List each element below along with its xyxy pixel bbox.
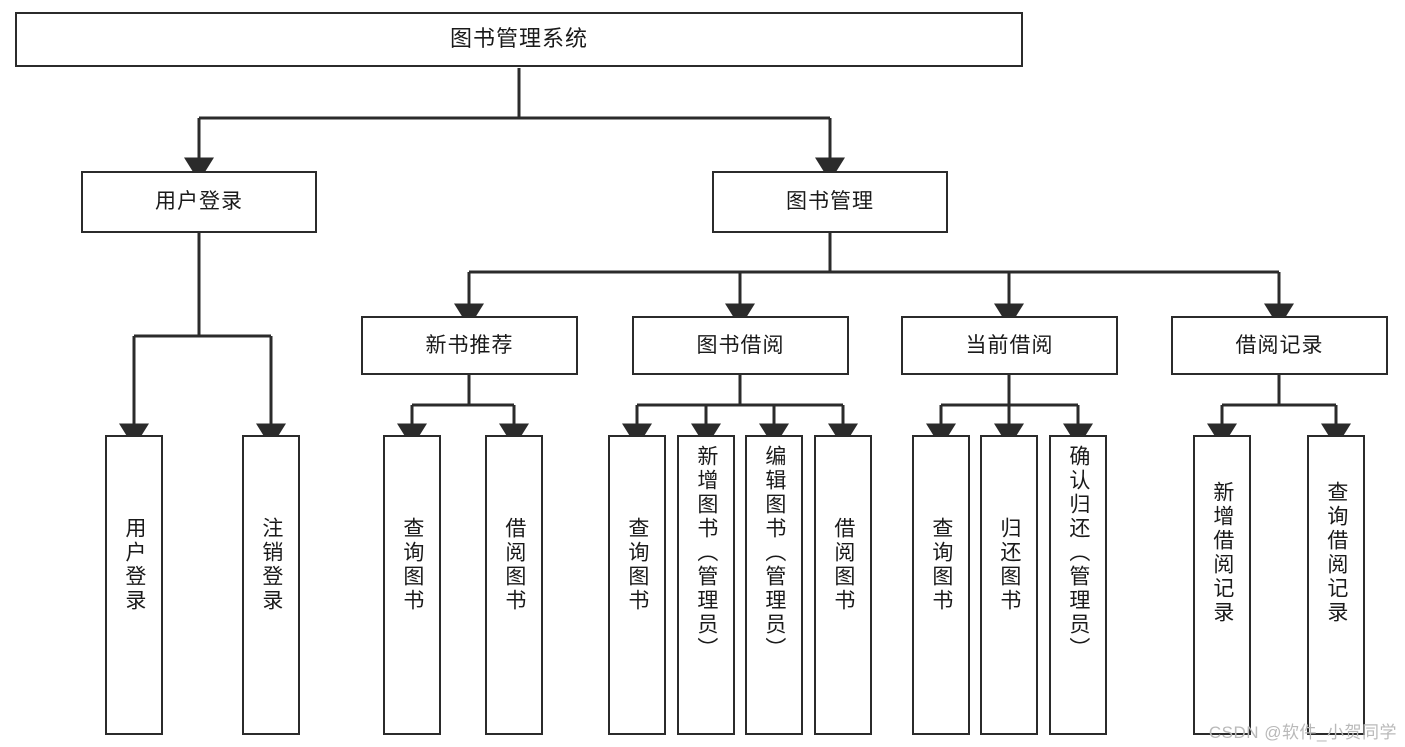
node-leaf-add-book[interactable]: 新增图书（管理员） <box>677 435 735 735</box>
node-book-borrow-label: 图书借阅 <box>696 333 785 357</box>
node-current-borrow[interactable]: 当前借阅 <box>901 316 1118 375</box>
node-leaf-query-book-2-label: 查询图书 <box>625 517 649 613</box>
node-leaf-confirm-return[interactable]: 确认归还（管理员） <box>1049 435 1107 735</box>
node-borrow-record[interactable]: 借阅记录 <box>1171 316 1388 375</box>
node-leaf-borrow-book-1-label: 借阅图书 <box>502 517 526 613</box>
node-leaf-logout-label: 注销登录 <box>259 517 283 613</box>
node-book-manage-label: 图书管理 <box>786 190 874 214</box>
node-leaf-user-login[interactable]: 用户登录 <box>105 435 163 735</box>
node-leaf-query-record-label: 查询借阅记录 <box>1324 481 1348 625</box>
node-leaf-edit-book-label: 编辑图书（管理员） <box>762 445 786 661</box>
node-leaf-query-book-3-label: 查询图书 <box>929 517 953 613</box>
node-leaf-add-record-label: 新增借阅记录 <box>1210 481 1234 625</box>
watermark: CSDN @软件_小贺同学 <box>1208 723 1397 742</box>
node-new-book-rec-label: 新书推荐 <box>425 333 514 357</box>
node-leaf-edit-book[interactable]: 编辑图书（管理员） <box>745 435 803 735</box>
node-leaf-query-book-2[interactable]: 查询图书 <box>608 435 666 735</box>
node-book-borrow[interactable]: 图书借阅 <box>632 316 849 375</box>
node-leaf-user-login-label: 用户登录 <box>122 517 146 613</box>
node-leaf-confirm-return-label: 确认归还（管理员） <box>1066 445 1090 661</box>
node-user-login-label: 用户登录 <box>155 190 243 214</box>
node-leaf-logout[interactable]: 注销登录 <box>242 435 300 735</box>
node-leaf-add-record[interactable]: 新增借阅记录 <box>1193 435 1251 735</box>
node-new-book-rec[interactable]: 新书推荐 <box>361 316 578 375</box>
node-leaf-query-record[interactable]: 查询借阅记录 <box>1307 435 1365 735</box>
node-borrow-record-label: 借阅记录 <box>1235 333 1324 357</box>
node-root[interactable]: 图书管理系统 <box>15 12 1023 67</box>
node-leaf-borrow-book-1[interactable]: 借阅图书 <box>485 435 543 735</box>
node-leaf-add-book-label: 新增图书（管理员） <box>694 445 718 661</box>
node-book-manage[interactable]: 图书管理 <box>712 171 948 233</box>
node-root-label: 图书管理系统 <box>449 26 588 52</box>
node-leaf-query-book-1-label: 查询图书 <box>400 517 424 613</box>
node-leaf-borrow-book-2[interactable]: 借阅图书 <box>814 435 872 735</box>
node-leaf-query-book-3[interactable]: 查询图书 <box>912 435 970 735</box>
node-leaf-return-book[interactable]: 归还图书 <box>980 435 1038 735</box>
node-leaf-query-book-1[interactable]: 查询图书 <box>383 435 441 735</box>
node-user-login[interactable]: 用户登录 <box>81 171 317 233</box>
node-leaf-borrow-book-2-label: 借阅图书 <box>831 517 855 613</box>
node-leaf-return-book-label: 归还图书 <box>997 517 1021 613</box>
node-current-borrow-label: 当前借阅 <box>965 333 1054 357</box>
